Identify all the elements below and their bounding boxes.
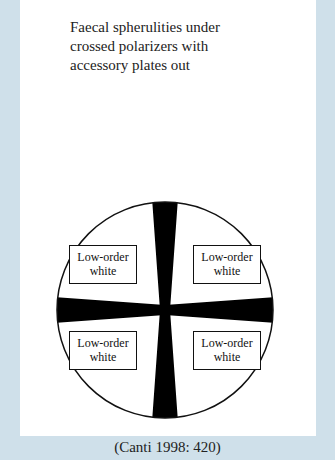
field-outline [57, 202, 273, 418]
quadrant-label-box: Low-order white [69, 331, 137, 370]
caption: (Canti 1998: 420) [0, 438, 335, 456]
quadrant-label-box: Low-order white [193, 245, 261, 284]
interference-colour-label: Low-order white [198, 336, 256, 365]
interference-colour-label: Low-order white [74, 336, 132, 365]
interference-colour-label: Low-order white [198, 250, 256, 279]
quadrant-label-box: Low-order white [193, 331, 261, 370]
quadrant-label-box: Low-order white [69, 245, 137, 284]
title: Faecal spherulities under crossed polari… [70, 18, 255, 74]
interference-colour-label: Low-order white [74, 250, 132, 279]
cross-arm-horizontal [53, 297, 277, 323]
extinction-cross [53, 198, 277, 422]
